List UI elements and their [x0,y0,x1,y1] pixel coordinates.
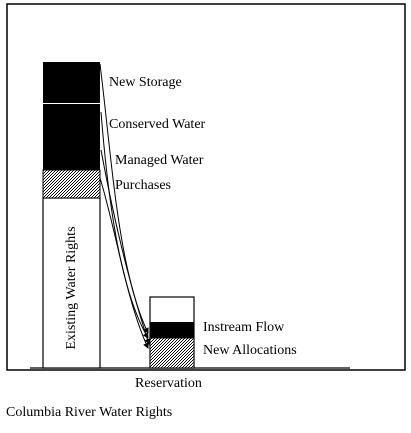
label-purchases: Purchases [115,178,171,193]
existing-water-rights-label: Existing Water Rights [64,226,79,349]
segment-conserved-water [43,104,100,170]
segment-instream-flow [150,322,194,338]
segment-new-storage [43,62,100,103]
label-managed-water: Managed Water [115,153,204,168]
reservation-bar [149,296,195,369]
segment-new-allocations [149,337,195,369]
existing-bar-base [42,197,101,369]
arrow-new-storage [99,63,149,334]
arrow-managed-water [100,149,151,345]
diagram-caption: Columbia River Water Rights [6,405,172,420]
diagram-frame [6,3,406,371]
existing-water-rights-bar: Existing Water Rights [42,62,101,369]
arrow-purchases [99,177,149,349]
label-new-storage: New Storage [109,75,182,90]
label-instream-flow: Instream Flow [203,320,285,335]
label-reservation: Reservation [135,376,202,391]
flow-arrows [99,63,151,349]
label-new-allocations: New Allocations [203,343,297,358]
label-conserved-water: Conserved Water [109,117,206,132]
segment-managed-water-purchases [42,169,101,199]
arrow-conserved-water [100,111,149,339]
